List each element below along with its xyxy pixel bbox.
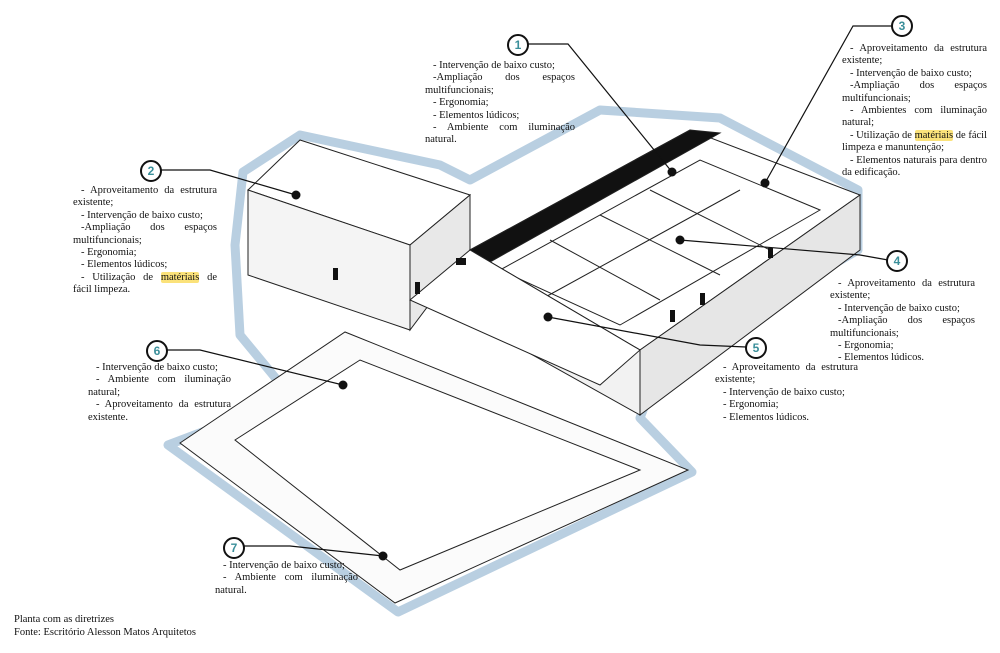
- note-line: - Ergonomia;: [433, 97, 489, 109]
- note-text: - Utilização de: [850, 129, 915, 141]
- note-line: - Elementos lúdicos.: [838, 352, 925, 364]
- note-line: - Intervenção de baixo custo;: [81, 209, 203, 221]
- note-text: de fácil limpeza e manuntenção;: [842, 129, 987, 154]
- note-line: - Intervenção de baixo custo;: [838, 302, 960, 314]
- annotation-2: - Aproveitamento da estrutura existente;…: [73, 185, 217, 297]
- note-line: - Utilização de matériais de fácil limpe…: [73, 271, 217, 297]
- note-line: - Elementos lúdicos;: [433, 109, 520, 121]
- marker-dots: [291, 167, 770, 561]
- marker-badge-3: 3: [891, 15, 913, 37]
- marker-badge-2: 2: [140, 160, 162, 182]
- note-line: - Ergonomia;: [81, 247, 137, 259]
- note-line: - Utilização de matériais de fácil limpe…: [842, 129, 987, 155]
- note-line: - Intervenção de baixo custo;: [433, 60, 555, 71]
- note-line: - Aproveitamento da estrutura existente;: [842, 43, 987, 67]
- annotation-4: - Aproveitamento da estrutura existente;…: [830, 278, 975, 365]
- note-line: - Intervenção de baixo custo;: [723, 386, 845, 398]
- note-line: - Aproveitamento da estrutura existente;: [830, 278, 975, 302]
- windows: [333, 248, 773, 322]
- marker-badge-7: 7: [223, 537, 245, 559]
- caption-title: Planta com as diretrizes: [14, 614, 115, 625]
- note-text: de fácil limpeza.: [73, 271, 217, 296]
- note-line: - Elementos lúdicos;: [81, 259, 168, 271]
- marker-badge-6: 6: [146, 340, 168, 362]
- figure-caption: Planta com as diretrizes Fonte: Escritór…: [14, 614, 196, 639]
- annotation-6: - Intervenção de baixo custo; - Ambiente…: [88, 362, 231, 424]
- annotation-7: - Intervenção de baixo custo; - Ambiente…: [215, 560, 358, 597]
- note-line: - Intervenção de baixo custo;: [96, 362, 218, 373]
- note-line: -Ampliação dos espaços multifuncionais;: [842, 80, 987, 104]
- note-line: -Ampliação dos espaços multifuncionais;: [73, 222, 217, 246]
- note-line: - Ambiente com iluminação natural.: [215, 572, 358, 596]
- annotation-1: - Intervenção de baixo custo; -Ampliação…: [425, 60, 575, 147]
- marker-badge-1: 1: [507, 34, 529, 56]
- note-line: - Ambiente com iluminação natural.: [425, 122, 575, 146]
- note-line: -Ampliação dos espaços multifuncionais;: [425, 72, 575, 96]
- note-line: - Elementos naturais para dentro da edif…: [842, 154, 987, 179]
- annotation-5: - Aproveitamento da estrutura existente;…: [715, 362, 858, 424]
- note-line: - Ergonomia;: [838, 340, 894, 352]
- caption-source: Fonte: Escritório Alesson Matos Arquitet…: [14, 626, 196, 638]
- note-line: -Ampliação dos espaços multifuncionais;: [830, 315, 975, 339]
- note-line: - Ambiente com iluminação natural;: [88, 374, 231, 398]
- note-line: - Aproveitamento da estrutura existente;: [73, 185, 217, 209]
- marker-badge-4: 4: [886, 250, 908, 272]
- note-line: - Elementos lúdicos.: [723, 411, 810, 423]
- note-line: - Ambientes com iluminação natural;: [842, 105, 987, 129]
- annotation-3: - Aproveitamento da estrutura existente;…: [842, 43, 987, 179]
- note-line: - Intervenção de baixo custo;: [850, 67, 972, 79]
- note-line: - Aproveitamento da estrutura existente.: [88, 399, 231, 423]
- highlighted-word: matériais: [160, 271, 200, 283]
- marker-badge-5: 5: [745, 337, 767, 359]
- note-line: - Intervenção de baixo custo;: [223, 560, 345, 571]
- highlighted-word: matériais: [914, 129, 954, 141]
- note-line: - Ergonomia;: [723, 399, 779, 411]
- building-volumes: [179, 129, 862, 604]
- note-text: - Utilização de: [81, 271, 161, 283]
- note-line: - Aproveitamento da estrutura existente;: [715, 362, 858, 386]
- leader-lines: [160, 25, 893, 557]
